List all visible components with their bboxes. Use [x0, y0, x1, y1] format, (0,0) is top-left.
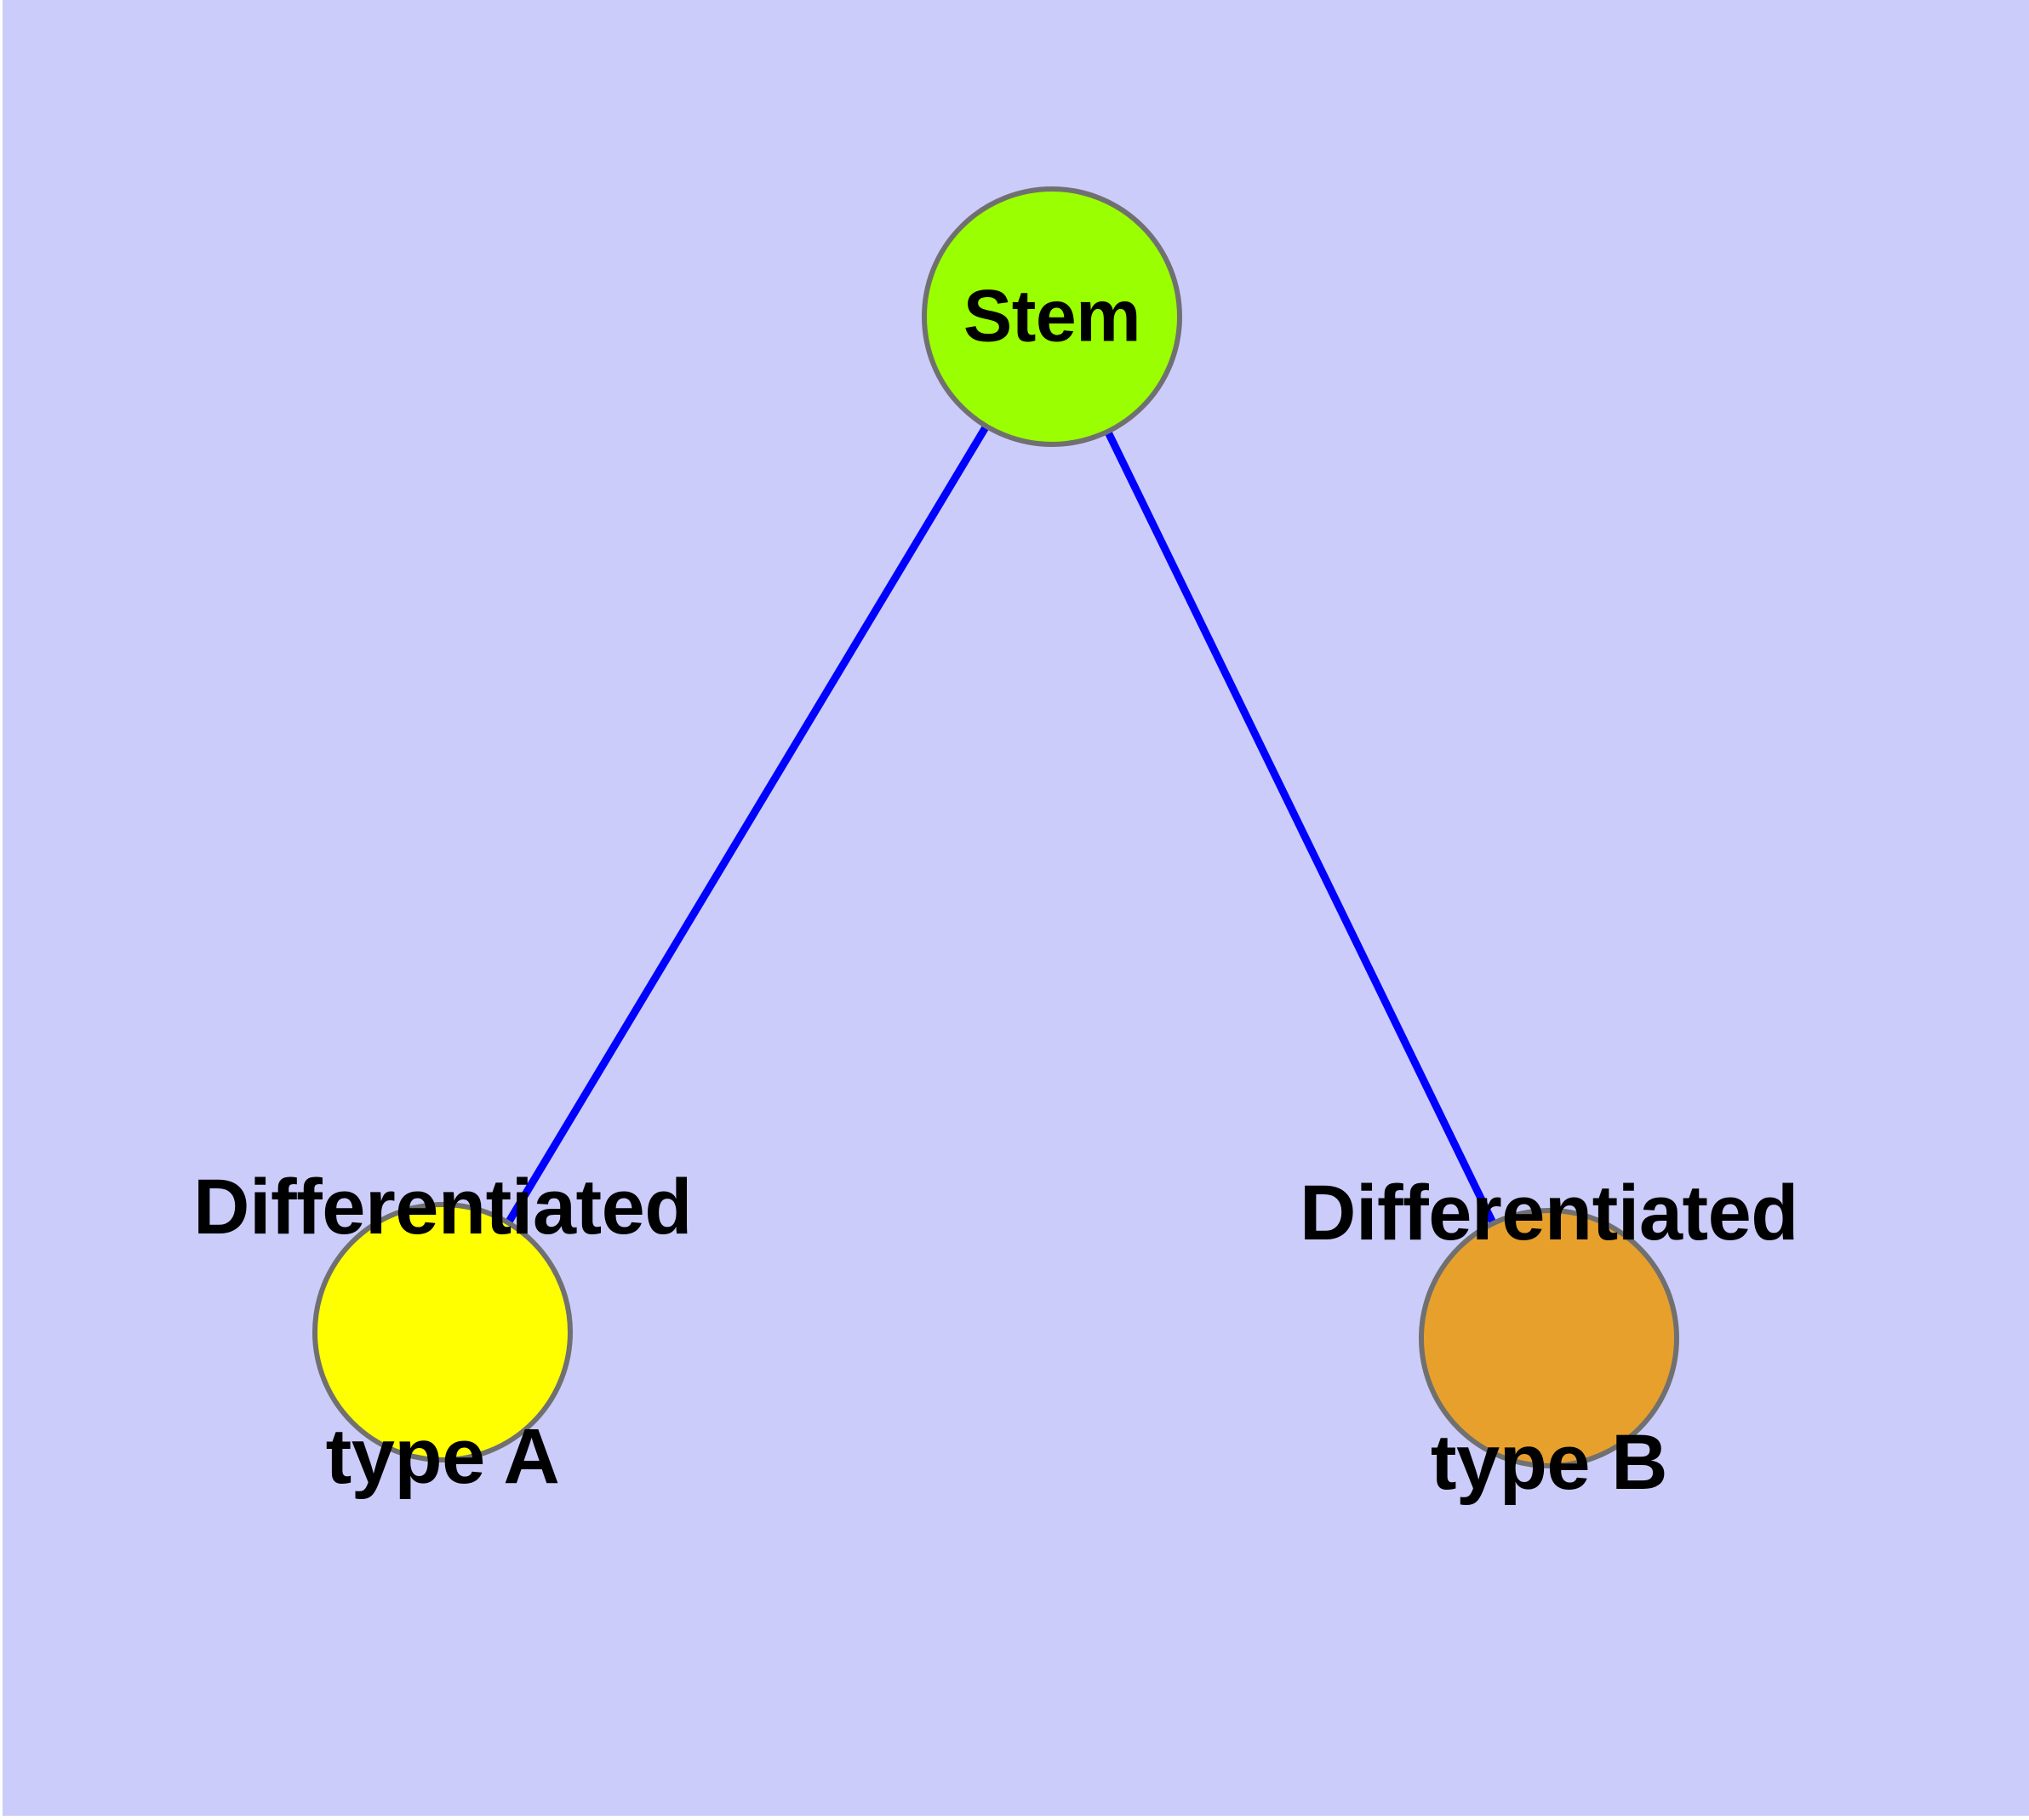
- node-diff-a[interactable]: [312, 1202, 573, 1462]
- node-stem[interactable]: [922, 186, 1182, 447]
- node-layer: [312, 186, 1679, 1468]
- edge-stem-to-diff-a[interactable]: [439, 314, 1055, 1335]
- node-diff-b[interactable]: [1419, 1208, 1679, 1468]
- edge-layer: [439, 314, 1553, 1340]
- edge-stem-to-diff-b[interactable]: [1048, 315, 1553, 1340]
